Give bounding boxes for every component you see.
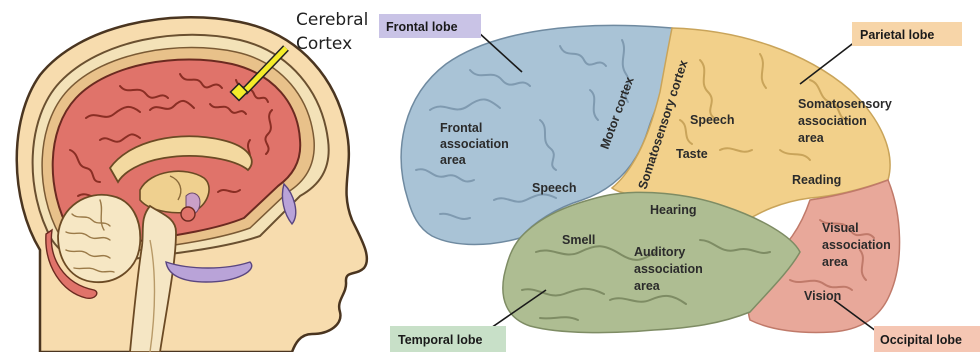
parietal-lobe-label: Parietal lobe	[860, 28, 934, 42]
reading-label: Reading	[792, 173, 841, 187]
taste-label: Taste	[676, 147, 708, 161]
visual-assoc-line-1: Visual	[822, 221, 859, 235]
auditory-assoc-line-2: association	[634, 262, 703, 276]
auditory-assoc-line-3: area	[634, 279, 661, 293]
somato-assoc-line-3: area	[798, 131, 825, 145]
smell-label: Smell	[562, 233, 595, 247]
hearing-label: Hearing	[650, 203, 697, 217]
speech-frontal-label: Speech	[532, 181, 576, 195]
callout-line-2: Cortex	[296, 34, 352, 54]
visual-assoc-line-3: area	[822, 255, 849, 269]
lateral-brain-figure: Frontal lobe Parietal lobe Temporal lobe…	[379, 14, 980, 352]
callout-line-1: Cerebral	[296, 10, 368, 30]
speech-parietal-label: Speech	[690, 113, 734, 127]
occipital-lobe-label: Occipital lobe	[880, 333, 962, 347]
visual-assoc-line-2: association	[822, 238, 891, 252]
vision-label: Vision	[804, 289, 841, 303]
somato-assoc-line-2: association	[798, 114, 867, 128]
head-sagittal-figure: Cerebral Cortex	[17, 10, 369, 352]
frontal-assoc-line-2: association	[440, 137, 509, 151]
somato-assoc-line-1: Somatosensory	[798, 97, 892, 111]
frontal-assoc-line-1: Frontal	[440, 121, 482, 135]
frontal-assoc-line-3: area	[440, 153, 467, 167]
frontal-lobe-label: Frontal lobe	[386, 20, 458, 34]
auditory-assoc-line-1: Auditory	[634, 245, 685, 259]
temporal-lobe-label: Temporal lobe	[398, 333, 483, 347]
